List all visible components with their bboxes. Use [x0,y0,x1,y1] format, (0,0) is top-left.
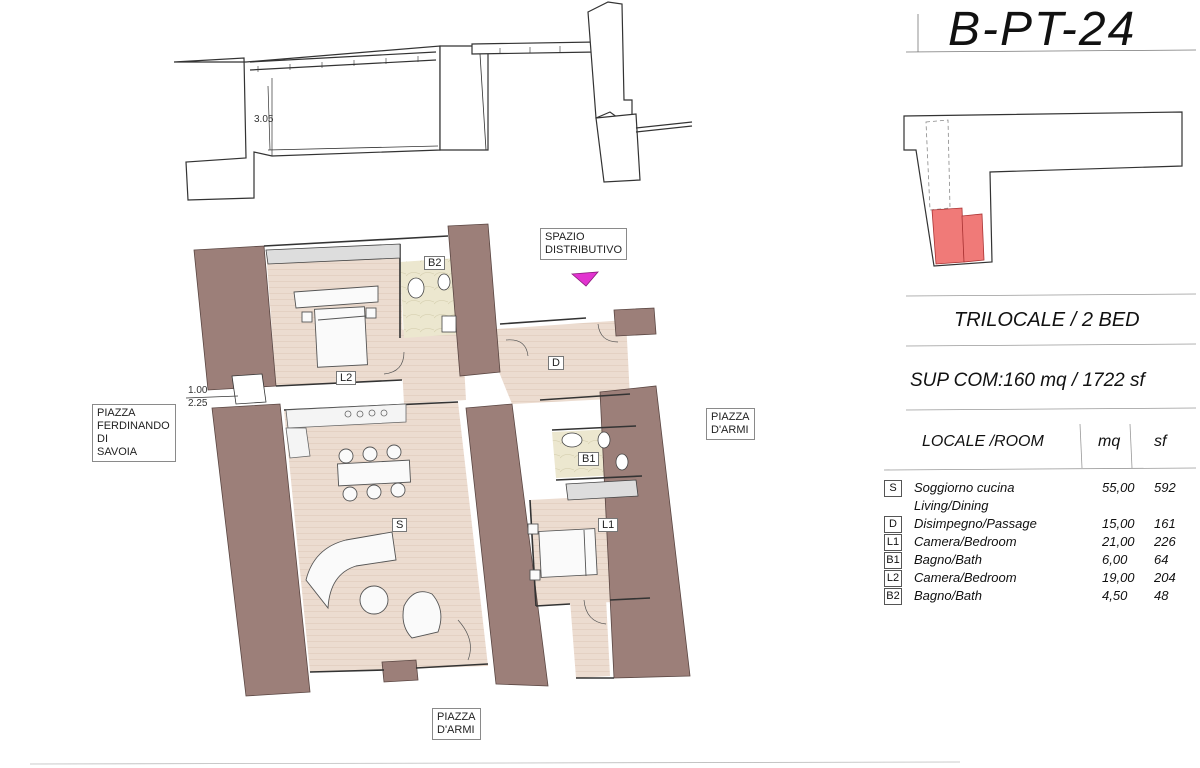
room-label-l1: L1 [598,518,619,532]
room-name: Soggiorno cucina [914,480,1015,495]
dining-table [337,444,411,502]
room-name: Camera/Bedroom [914,570,1017,585]
label-line: DISTRIBUTIVO [545,244,623,256]
label-line: D'ARMI [437,724,475,736]
table-header-sf: sf [1154,433,1167,450]
wardrobe [265,243,639,501]
room-label-b2: B2 [424,256,446,270]
room-code: L2 [884,570,902,587]
room-name: Bagno/Bath [914,588,982,603]
room-code: S [884,480,902,497]
room-sf: 226 [1154,534,1176,549]
unit-type-label: TRILOCALE / 2 BED [954,309,1140,331]
corridor2-floor [570,598,610,678]
bath-fixtures [407,273,629,471]
dimension-a: 1.00 [188,385,208,396]
room-sf: 161 [1154,516,1176,531]
room-code: B2 [884,588,902,605]
label-line: PIAZZA [437,711,476,723]
room-mq: 15,00 [1102,516,1135,531]
wall [613,307,657,337]
piazza-ferdinando-label: PIAZZA FERDINANDO DI SAVOIA [92,404,176,462]
label-line: PIAZZA [711,411,750,423]
table-row: B2 Bagno/Bath 4,50 48 [884,588,1184,606]
room-name: Bagno/Bath [914,552,982,567]
label-line: SAVOIA [97,446,138,458]
room-sf: 592 [1154,480,1176,495]
entry-marker [571,271,599,287]
piazza-armi-bottom-label: PIAZZA D'ARMI [432,708,481,740]
room-label-l2: L2 [336,371,357,385]
height-dimension: 3.05 [254,114,274,125]
room-mq: 55,00 [1102,480,1135,495]
unit-area-label: SUP COM:160 mq / 1722 sf [910,370,1145,391]
label-line: D'ARMI [711,424,749,436]
sofa [305,531,442,639]
room-mq: 4,50 [1102,588,1128,603]
room-name: Disimpegno/Passage [914,516,1037,531]
table-header-mq: mq [1098,433,1121,450]
corridor-floor [400,328,466,404]
table-row: B1 Bagno/Bath 6,00 64 [884,552,1184,570]
room-label-d: D [548,356,564,370]
table-row: D Disimpegno/Passage 15,00 161 [884,516,1184,534]
kitchen-counter [285,403,407,459]
room-name-secondary: Living/Dining [914,498,989,513]
table-row: S Soggiorno cucina 55,00 592 [884,480,1184,498]
label-line: PIAZZA [97,407,136,419]
room-sf: 48 [1154,588,1169,603]
piazza-armi-right-label: PIAZZA D'ARMI [706,408,755,440]
room-label-s: S [392,518,408,532]
key-plan [903,111,1183,267]
spazio-distributivo-label: SPAZIO DISTRIBUTIVO [540,228,628,260]
room-mq: 6,00 [1102,552,1128,567]
room-label-b1: B1 [578,452,600,466]
room-sf: 64 [1154,552,1169,567]
room-name: Camera/Bedroom [914,534,1017,549]
wall [465,403,549,687]
label-line: SPAZIO [545,231,585,243]
room-code: L1 [884,534,902,551]
wall [381,659,419,683]
dimension-b: 2.25 [188,398,208,409]
table-header-room: LOCALE /ROOM [922,433,1044,450]
wall [193,245,277,391]
label-line: FERDINANDO [97,420,170,432]
section-elevation [173,1,693,201]
wall [211,403,311,697]
room-code: D [884,516,902,533]
bed-l1 [527,523,598,581]
floor-plan [193,223,691,697]
bed-l2 [293,285,379,368]
room-sf: 204 [1154,570,1176,585]
table-row: L1 Camera/Bedroom 21,00 226 [884,534,1184,552]
label-line: DI [97,433,108,445]
room-mq: 21,00 [1102,534,1135,549]
table-row: L2 Camera/Bedroom 19,00 204 [884,570,1184,588]
room-mq: 19,00 [1102,570,1135,585]
wall [599,385,691,679]
unit-code: B-PT-24 [948,3,1137,56]
room-code: B1 [884,552,902,569]
